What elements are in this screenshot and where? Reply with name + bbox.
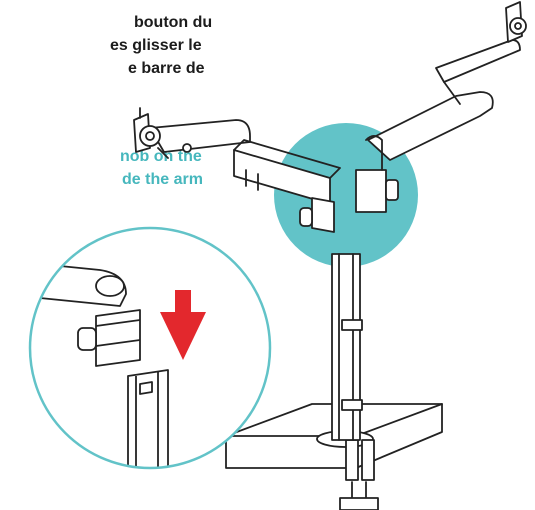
pole <box>331 253 363 441</box>
french-line-3: e barre de <box>128 60 205 77</box>
right-vesa-mount <box>505 1 527 43</box>
right-arm <box>355 39 521 213</box>
desk-clamp <box>339 439 379 510</box>
english-line-1: nob on the <box>120 148 202 165</box>
detail-inset <box>28 226 272 470</box>
down-arrow-icon <box>160 290 206 360</box>
english-line-2: de the arm <box>122 171 203 188</box>
french-line-1: bouton du <box>134 14 213 31</box>
left-arm <box>149 119 341 233</box>
left-vesa-mount <box>133 107 192 159</box>
french-line-2: es glisser le <box>110 37 202 54</box>
